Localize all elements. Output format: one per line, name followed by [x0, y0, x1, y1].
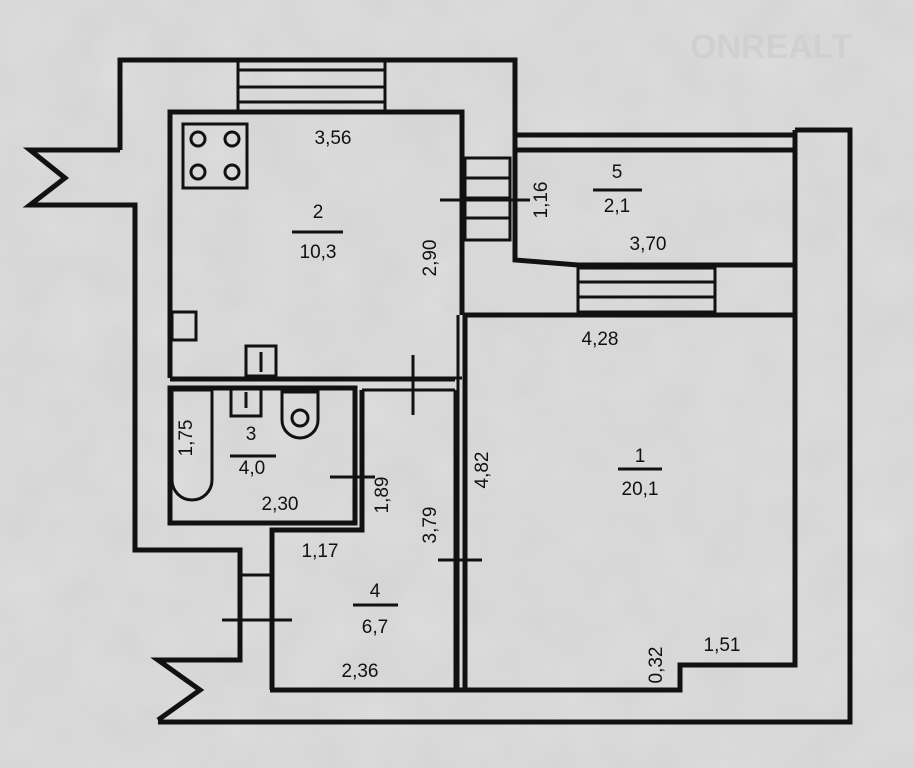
room-5-balcony — [512, 135, 795, 268]
room-3-number: 3 — [246, 424, 257, 445]
toilet-icon — [280, 390, 320, 440]
room-3-area: 4,0 — [239, 458, 265, 479]
dim-room1-depth: 4,82 — [472, 452, 493, 489]
dim-bath-depth: 1,75 — [176, 420, 197, 457]
room-2-kitchen — [167, 109, 465, 380]
dim-balcony-width: 3,70 — [630, 234, 667, 255]
dim-notch-width: 1,51 — [704, 635, 741, 656]
room-4-hall — [222, 388, 457, 690]
stove-icon — [181, 122, 249, 190]
room-5-number: 5 — [612, 162, 623, 183]
dim-room1-width: 4,28 — [582, 329, 619, 350]
dim-hall-top: 1,17 — [302, 541, 339, 562]
dim-hall-side: 1,89 — [372, 477, 393, 514]
sink-icon — [170, 310, 198, 342]
room-1-area: 20,1 — [622, 479, 659, 500]
outer-walls — [22, 57, 853, 725]
room-2-area: 10,3 — [300, 242, 337, 263]
dim-kitchen-depth: 2,90 — [420, 240, 441, 277]
dim-bath-width: 2,30 — [262, 494, 299, 515]
room-1-window — [576, 266, 717, 314]
tap-icon — [244, 344, 278, 378]
washbasin-icon — [229, 386, 263, 418]
room-5-area: 2,1 — [604, 196, 630, 217]
room-2-number: 2 — [313, 202, 324, 223]
watermark-logo: ONREALT — [690, 28, 852, 66]
room-3-bathroom — [167, 355, 455, 526]
room-1-living — [438, 312, 795, 690]
bathtub-icon — [170, 388, 214, 502]
dim-hall-depth: 3,79 — [420, 507, 441, 544]
dim-notch-depth: 0,32 — [646, 647, 667, 684]
dim-hall-bottom: 2,36 — [342, 661, 379, 682]
kitchen-window — [236, 60, 387, 112]
dim-kitchen-width: 3,56 — [315, 128, 352, 149]
room-1-number: 1 — [635, 446, 646, 467]
room-4-number: 4 — [370, 581, 381, 602]
room-4-area: 6,7 — [362, 617, 388, 638]
room-labels: 1 20,1 2 10,3 3 4,0 4 6,7 5 2,1 — [230, 162, 662, 638]
dimension-labels: 3,56 2,90 1,16 3,70 4,28 4,82 1,75 2,30 … — [176, 128, 740, 683]
dim-balcony-depth: 1,16 — [531, 182, 552, 219]
